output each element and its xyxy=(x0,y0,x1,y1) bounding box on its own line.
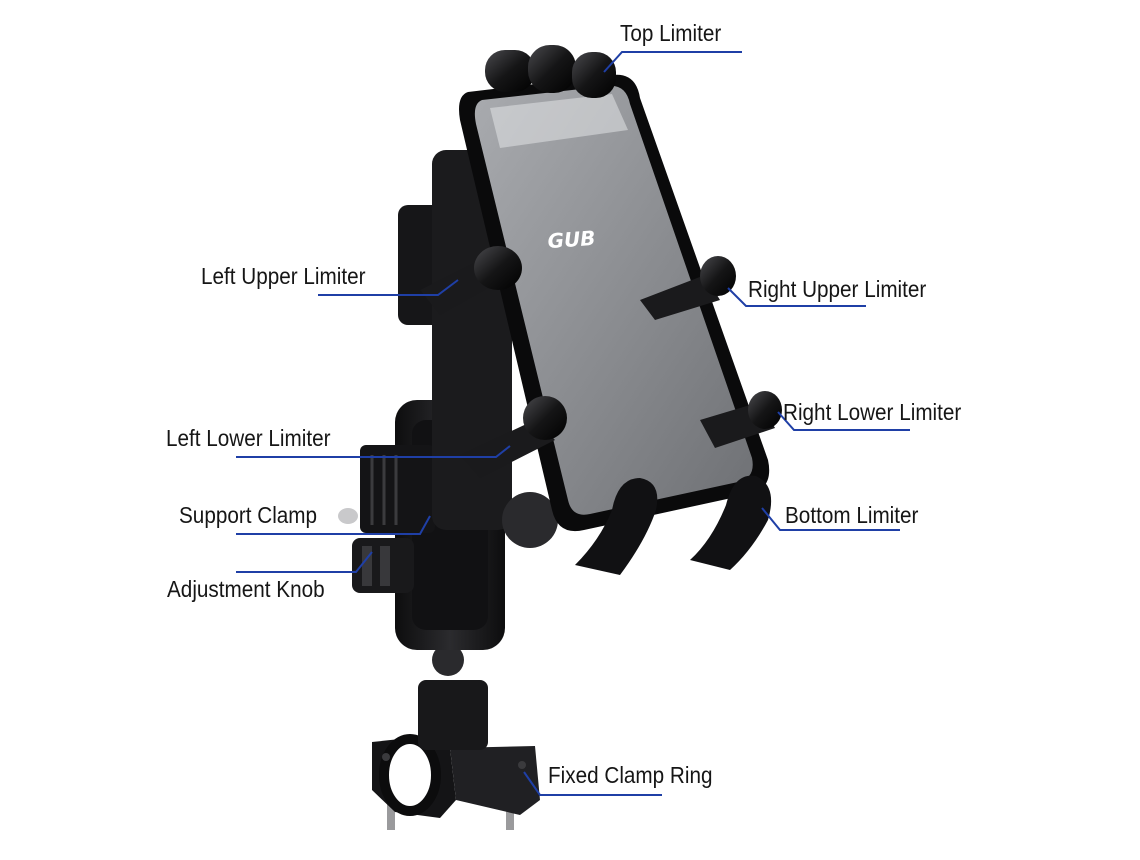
leader-support-clamp xyxy=(236,515,431,535)
label-top-limiter: Top Limiter xyxy=(620,20,722,46)
label-right-lower-limiter: Right Lower Limiter xyxy=(783,399,962,425)
leader-bottom-limiter xyxy=(761,507,900,531)
leader-top-limiter xyxy=(603,51,742,73)
leader-adjustment-knob xyxy=(236,551,373,573)
brand-logo: GUB xyxy=(547,226,596,253)
leader-lines xyxy=(236,51,910,796)
label-support-clamp: Support Clamp xyxy=(179,502,318,528)
support-clamp xyxy=(338,445,435,533)
left-upper-limiter xyxy=(420,246,522,315)
label-adjustment-knob: Adjustment Knob xyxy=(167,576,325,602)
fixed-clamp-ring xyxy=(372,680,540,818)
adjustment-knob xyxy=(352,538,414,593)
right-upper-limiter xyxy=(640,256,736,320)
label-left-upper-limiter: Left Upper Limiter xyxy=(201,263,366,289)
label-bottom-limiter: Bottom Limiter xyxy=(785,502,919,528)
leader-fixed-clamp-ring xyxy=(523,771,662,796)
label-left-lower-limiter: Left Lower Limiter xyxy=(166,425,331,451)
right-lower-limiter xyxy=(700,391,782,448)
label-right-upper-limiter: Right Upper Limiter xyxy=(748,276,927,302)
leader-left-upper-limiter xyxy=(318,279,459,296)
top-limiter xyxy=(485,45,616,98)
leader-right-upper-limiter xyxy=(727,287,866,307)
leader-right-lower-limiter xyxy=(777,411,910,431)
label-fixed-clamp-ring: Fixed Clamp Ring xyxy=(548,762,713,788)
leader-left-lower-limiter xyxy=(236,445,511,458)
bottom-limiter xyxy=(575,475,772,575)
